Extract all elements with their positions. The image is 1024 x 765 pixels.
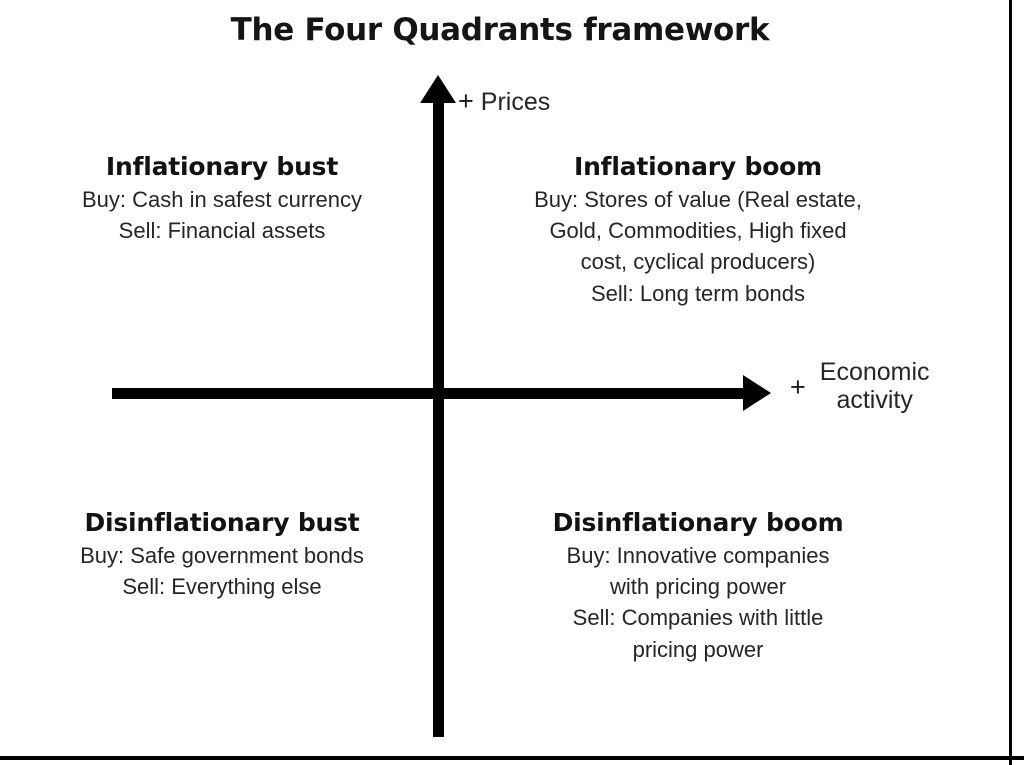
quadrant-line: Sell: Everything else [122,574,322,600]
quadrant-line: Sell: Financial assets [118,218,326,244]
quadrant-heading: Disinflationary boom [552,508,844,537]
quadrant-disinflationary-bust: Disinflationary bust Buy: Safe governmen… [36,508,408,602]
quadrant-line: Buy: Innovative companies [566,543,830,568]
quadrant-inflationary-bust: Inflationary bust Buy: Cash in safest cu… [36,152,408,246]
horizontal-axis-label: + Economic activity [790,358,930,414]
page-title: The Four Quadrants framework [230,12,770,48]
quadrant-line: Buy: Stores of value (Real estate, [534,187,862,212]
vertical-axis-label-text: Prices [480,88,551,116]
quadrant-line: Sell: Long term bonds [590,280,806,306]
quadrant-line: Buy: Safe government bonds [80,543,364,568]
plus-sign-horizontal: + [790,372,806,402]
vertical-axis-label: + Prices [458,86,550,116]
quadrant-disinflationary-boom: Disinflationary boom Buy: Innovative com… [478,508,918,665]
horizontal-axis-label-line2: activity [836,386,913,414]
vertical-axis-line [433,96,444,737]
horizontal-axis-line [112,388,750,399]
quadrant-inflationary-boom: Inflationary boom Buy: Stores of value (… [478,152,918,309]
frame-border-bottom [0,756,1024,760]
frame-border-right [1009,0,1012,765]
quadrant-line: Gold, Commodities, High fixed [549,218,847,244]
horizontal-axis-label-text: Economic activity [820,358,930,414]
plus-sign-vertical: + [458,86,474,116]
quadrant-line: cost, cyclical producers) [580,249,816,275]
quadrant-line: Buy: Cash in safest currency [81,187,362,212]
arrow-right-icon [743,375,771,411]
quadrant-line: Sell: Companies with little [572,605,824,631]
quadrant-heading: Inflationary bust [105,152,339,181]
horizontal-axis-label-line1: Economic [819,358,930,386]
arrow-up-icon [420,75,456,103]
quadrant-heading: Disinflationary bust [84,508,360,537]
quadrant-line: with pricing power [609,574,787,600]
quadrant-line: pricing power [632,636,764,662]
quadrant-heading: Inflationary boom [573,152,822,181]
